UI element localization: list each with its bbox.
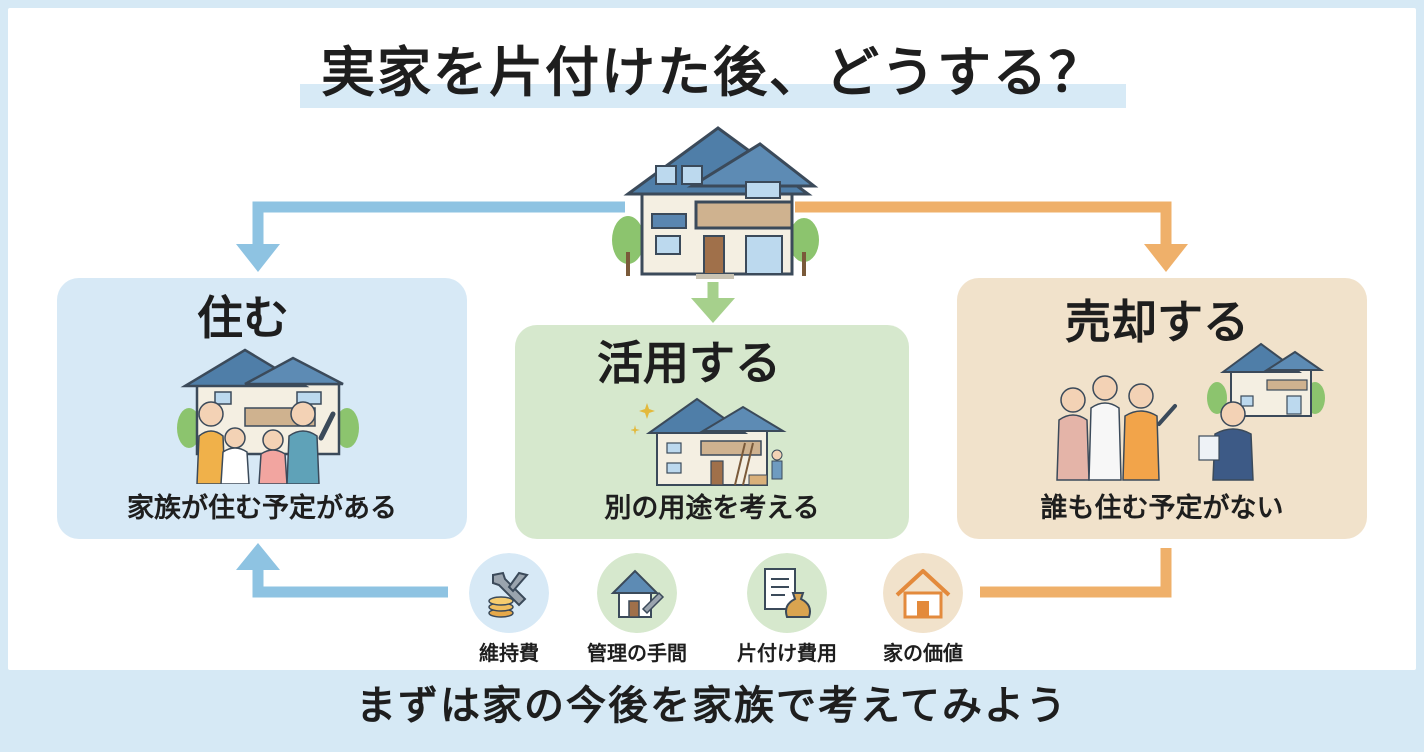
factor-label-management-effort: 管理の手間 <box>587 641 687 665</box>
option-card-sell: 売却する 誰も住む予定がない <box>957 278 1367 539</box>
house-wrench-icon <box>597 553 677 633</box>
arrow-to-use <box>691 282 735 323</box>
option-card-live: 住む 家族が住む予定がある <box>57 278 467 539</box>
page-title: 実家を片付けた後、どうする？ <box>321 41 1105 104</box>
factor-house-value: 家の価値 <box>883 553 963 665</box>
central-house-illustration <box>612 126 819 279</box>
arrow-to-sell <box>795 201 1188 272</box>
footer-message: まずは家の今後を家族で考えてみよう <box>356 683 1068 729</box>
wrench-coins-icon <box>469 553 549 633</box>
option-caption-use: 別の用途を考える <box>604 493 820 524</box>
factor-maintenance-cost: 維持費 <box>469 553 549 665</box>
document-money-bag-icon <box>747 553 827 633</box>
factor-cleanup-cost: 片付け費用 <box>737 553 837 665</box>
option-heading-use: 活用する <box>597 336 781 390</box>
option-caption-sell: 誰も住む予定がない <box>1040 493 1284 524</box>
factor-label-house-value: 家の価値 <box>883 641 963 665</box>
option-heading-live: 住む <box>197 291 289 345</box>
arrow-sell-return <box>980 548 1172 598</box>
sale-consultation-illustration <box>1056 342 1325 481</box>
title-block: 実家を片付けた後、どうする？ <box>300 34 1126 114</box>
arrow-return-to-live <box>236 543 448 598</box>
renovation-house-illustration <box>631 397 787 486</box>
title-highlight <box>300 84 1126 108</box>
sparkle-icon <box>639 403 655 419</box>
family-house-illustration <box>177 348 359 484</box>
factor-label-cleanup-cost: 片付け費用 <box>737 641 837 665</box>
option-caption-live: 家族が住む予定がある <box>127 493 397 524</box>
option-heading-sell: 売却する <box>1065 295 1249 349</box>
house-icon <box>883 553 963 633</box>
factor-management-effort: 管理の手間 <box>587 553 687 665</box>
factor-label-maintenance-cost: 維持費 <box>479 641 539 665</box>
arrow-to-live <box>236 201 625 272</box>
option-card-use: 活用する 別の用途を考える <box>515 325 909 539</box>
